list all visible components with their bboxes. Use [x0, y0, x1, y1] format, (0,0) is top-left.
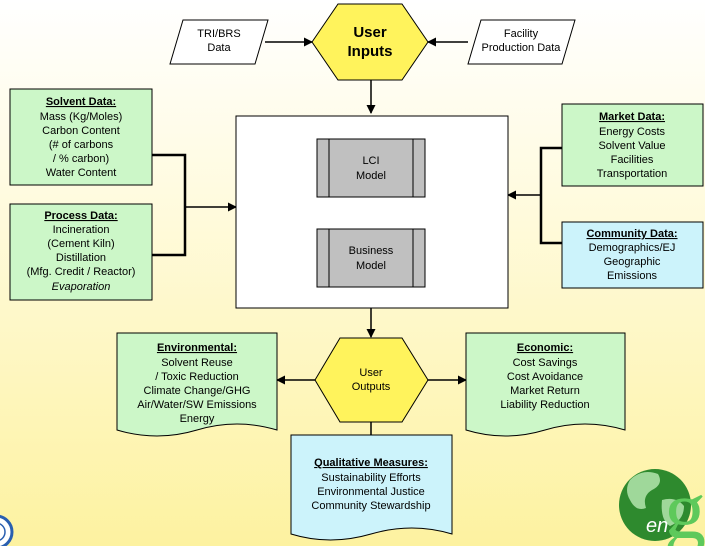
- user-inputs-line-2: Inputs: [348, 43, 393, 60]
- solvent-title: Solvent Data:: [46, 96, 116, 108]
- tri-brs-data-node: TRI/BRS Data: [169, 19, 269, 65]
- qualitative-line: Community Stewardship: [311, 500, 430, 512]
- process-title: Process Data:: [44, 210, 117, 222]
- user-outputs-line-2: Outputs: [352, 381, 391, 393]
- environmental-line: / Toxic Reduction: [155, 371, 239, 383]
- facility-production-node: Facility Production Data: [467, 19, 576, 65]
- solvent-line: (# of carbons: [49, 139, 114, 151]
- economic-line: Cost Savings: [513, 357, 578, 369]
- economic-title: Economic:: [517, 342, 573, 354]
- business-model-line-1: Business: [349, 245, 394, 257]
- market-title: Market Data:: [599, 111, 665, 123]
- facility-line-1: Facility: [504, 28, 539, 40]
- economic-line: Market Return: [510, 385, 580, 397]
- economic-line: Cost Avoidance: [507, 371, 583, 383]
- solvent-data-box: Solvent Data: Mass (Kg/Moles) Carbon Con…: [9, 88, 153, 186]
- lci-model-box: LCI Model: [316, 138, 426, 198]
- connectors: [152, 37, 562, 435]
- solvent-line: Carbon Content: [42, 125, 120, 137]
- facility-line-2: Production Data: [482, 42, 562, 54]
- user-inputs-line-1: User: [353, 24, 387, 41]
- user-outputs-line-1: User: [359, 367, 383, 379]
- lci-model-line-1: LCI: [362, 155, 379, 167]
- qualitative-line: Environmental Justice: [317, 486, 425, 498]
- process-line: (Cement Kiln): [47, 238, 114, 250]
- agency-seal-icon: [0, 514, 14, 546]
- logo-letter: g: [664, 464, 705, 546]
- business-model-box: Business Model: [316, 228, 426, 288]
- economic-document: Economic: Cost Savings Cost Avoidance Ma…: [465, 332, 626, 437]
- market-line: Transportation: [597, 168, 668, 180]
- solvent-line: Water Content: [46, 167, 117, 179]
- bracket-left: [152, 153, 187, 257]
- qualitative-document: Qualitative Measures: Sustainability Eff…: [290, 434, 453, 541]
- market-line: Facilities: [611, 154, 654, 166]
- bracket-right: [539, 146, 562, 245]
- solvent-line: Mass (Kg/Moles): [40, 111, 123, 123]
- qualitative-title: Qualitative Measures:: [314, 457, 428, 469]
- process-data-box: Process Data: Incineration (Cement Kiln)…: [9, 203, 153, 301]
- environmental-line: Air/Water/SW Emissions: [137, 399, 257, 411]
- solvent-line: / % carbon): [53, 153, 109, 165]
- lci-model-line-2: Model: [356, 170, 386, 182]
- market-line: Solvent Value: [598, 140, 665, 152]
- market-data-box: Market Data: Energy Costs Solvent Value …: [561, 103, 704, 187]
- community-line: Demographics/EJ: [589, 242, 676, 254]
- environmental-line: Energy: [180, 413, 215, 425]
- community-title: Community Data:: [586, 228, 677, 240]
- process-line-italic: Evaporation: [52, 281, 111, 293]
- process-line: Incineration: [53, 224, 110, 236]
- environmental-line: Solvent Reuse: [161, 357, 233, 369]
- economic-line: Liability Reduction: [500, 399, 589, 411]
- environmental-line: Climate Change/GHG: [144, 385, 251, 397]
- tri-brs-line-1: TRI/BRS: [197, 28, 240, 40]
- environmental-document: Environmental: Solvent Reuse / Toxic Red…: [116, 332, 278, 437]
- market-line: Energy Costs: [599, 126, 666, 138]
- business-model-line-2: Model: [356, 260, 386, 272]
- community-data-box: Community Data: Demographics/EJ Geograph…: [561, 221, 704, 289]
- user-inputs-hexagon: User Inputs: [311, 3, 429, 81]
- qualitative-line: Sustainability Efforts: [321, 472, 421, 484]
- community-line: Emissions: [607, 270, 658, 282]
- user-outputs-hexagon: User Outputs: [314, 337, 429, 423]
- environmental-title: Environmental:: [157, 342, 237, 354]
- community-line: Geographic: [604, 256, 661, 268]
- process-line: Distillation: [56, 252, 106, 264]
- globe-logo-icon: en g: [619, 464, 705, 546]
- process-line: (Mfg. Credit / Reactor): [27, 266, 136, 278]
- tri-brs-line-2: Data: [207, 42, 231, 54]
- logo-prefix: en: [646, 515, 668, 537]
